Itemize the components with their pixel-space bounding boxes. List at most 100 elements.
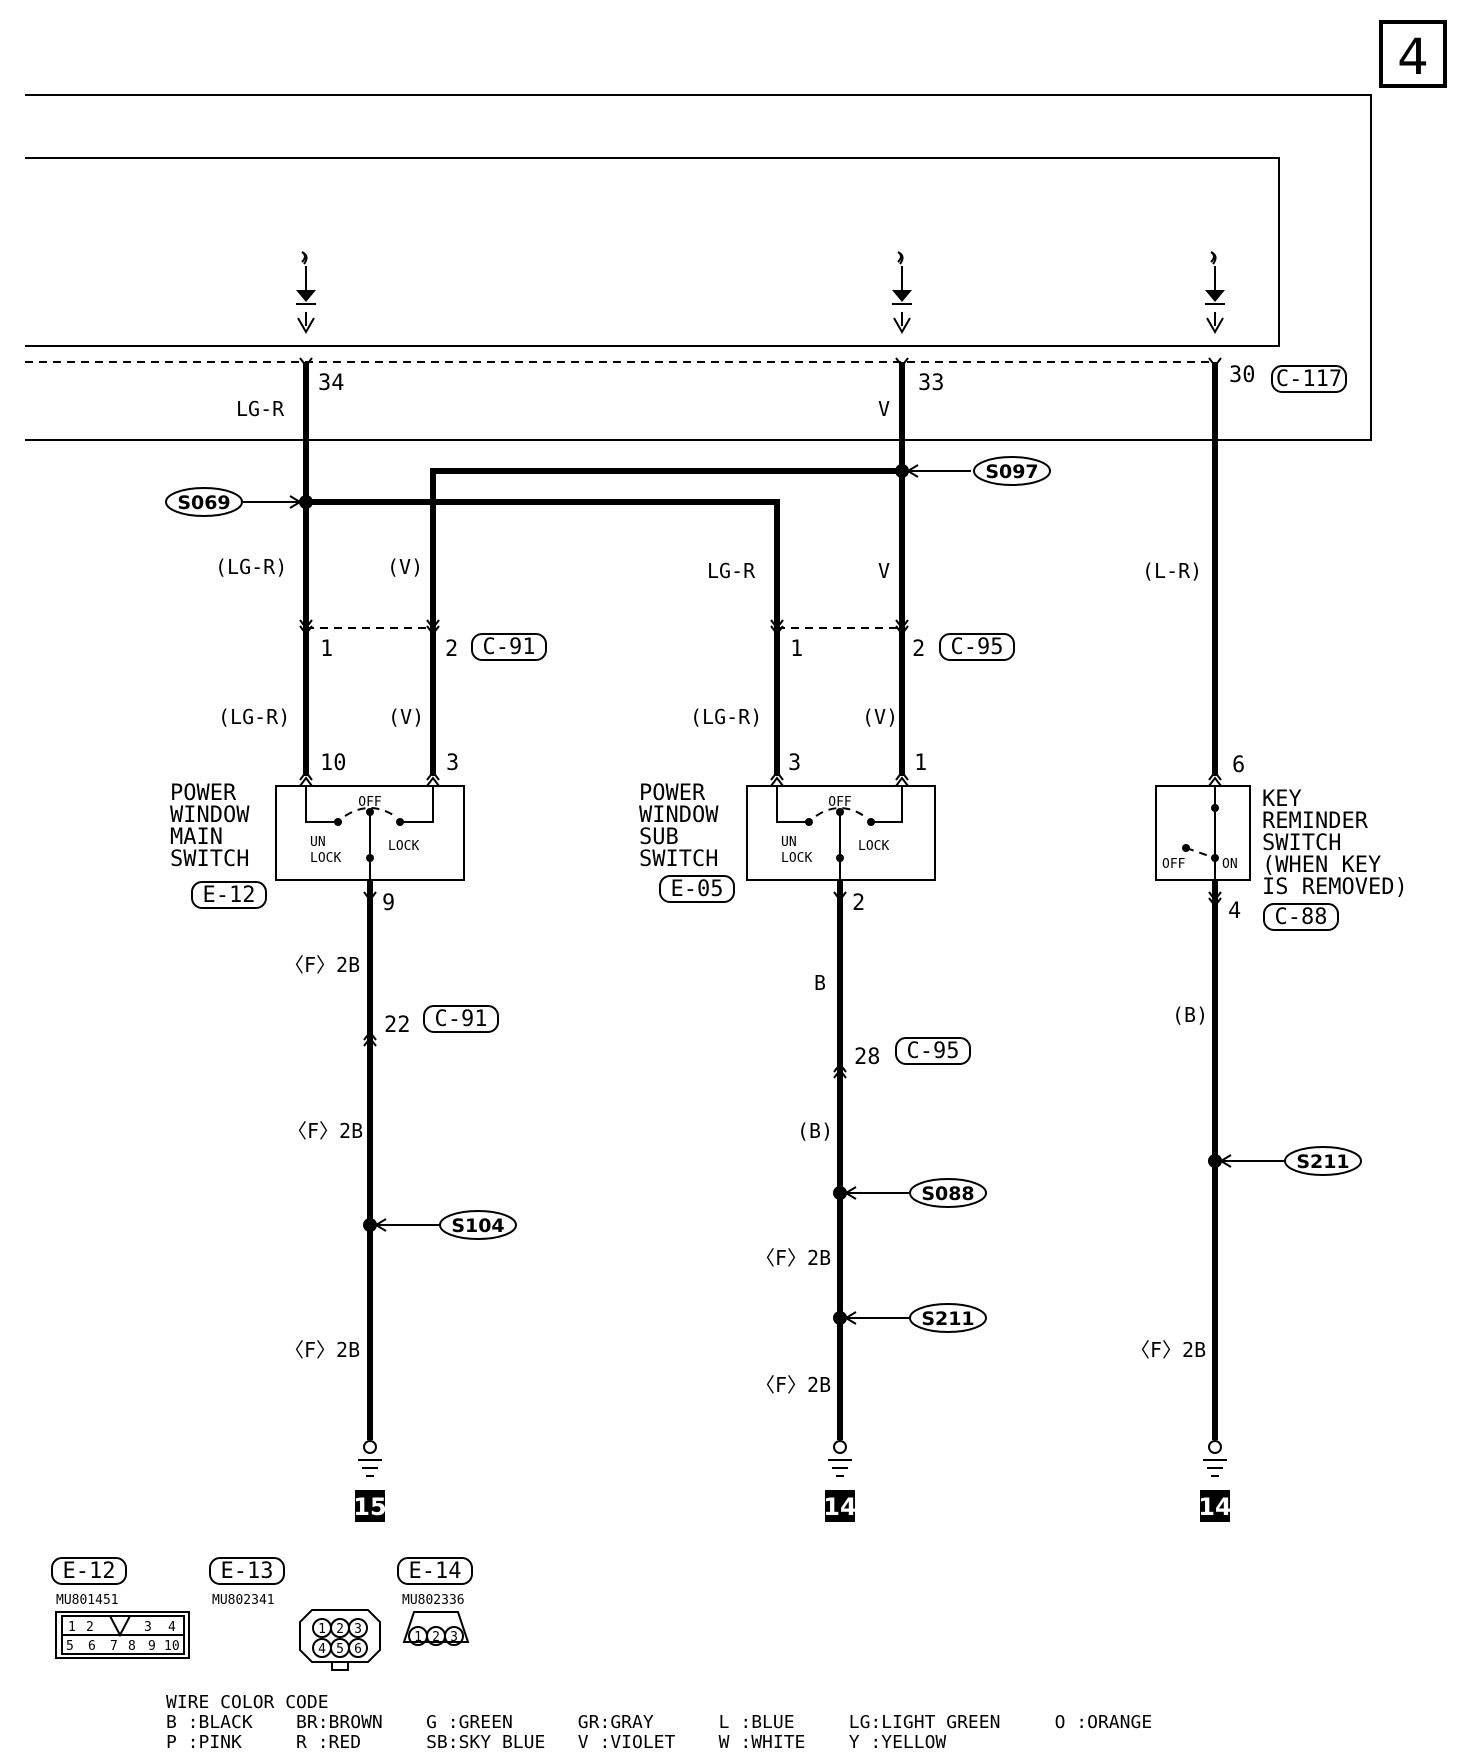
main-switch-label: POWER WINDOW MAIN SWITCH	[170, 781, 250, 872]
svg-text:C-117: C-117	[1276, 367, 1342, 392]
svg-text:S211: S211	[1296, 1151, 1349, 1173]
arrow-icon	[374, 1218, 440, 1232]
svg-text:E-12: E-12	[203, 883, 256, 908]
svg-text:MU801451: MU801451	[56, 1593, 119, 1608]
connector-diagram-e13: E-13 MU802341 1 2 3 4 5 6	[209, 1557, 381, 1671]
pin-number: 33	[918, 371, 945, 396]
wire-color-label: (LG-R)	[690, 705, 762, 729]
svg-text:2: 2	[432, 1630, 440, 1645]
svg-text:S104: S104	[451, 1215, 504, 1237]
splice-tag-s069: S069	[165, 487, 243, 517]
pin-number: 9	[382, 891, 395, 916]
connector-diagram-e12: E-12 MU801451 1 2 3 4 5 6 7 8 9 10	[51, 1557, 190, 1659]
wire-lg-r-cross	[306, 499, 780, 776]
svg-text:C-95: C-95	[907, 1039, 960, 1064]
splice-dot	[833, 1311, 847, 1325]
svg-text:8: 8	[128, 1639, 136, 1654]
wire-color-label: 〈F〉2B	[284, 953, 360, 977]
splice-tag-s088: S088	[909, 1178, 987, 1208]
connector-tag-c95: C-95	[895, 1037, 971, 1065]
wire-color-label: 〈F〉2B	[755, 1246, 831, 1270]
svg-text:UN: UN	[310, 835, 326, 850]
legend-title: WIRE COLOR CODE	[166, 1692, 329, 1713]
wire-color-label: V	[878, 397, 890, 421]
splice-dot	[833, 1186, 847, 1200]
page-number: 4	[1397, 28, 1429, 86]
connector-tag-c117: C-117	[1271, 365, 1347, 393]
splice-dot	[363, 1218, 377, 1232]
svg-text:MU802336: MU802336	[402, 1593, 465, 1608]
wire-color-label: (V)	[387, 555, 423, 579]
wire-color-label: B	[814, 971, 826, 995]
svg-text:KEY: KEY	[1262, 787, 1302, 812]
svg-text:S088: S088	[921, 1183, 974, 1205]
wire-color-label: (L-R)	[1142, 559, 1202, 583]
svg-text:E-13: E-13	[221, 1559, 274, 1584]
svg-text:OFF: OFF	[358, 795, 382, 810]
pin-number: 1	[914, 751, 927, 776]
connector-tag-c88: C-88	[1263, 903, 1339, 931]
wire-v-cross	[430, 468, 902, 776]
svg-text:LOCK: LOCK	[388, 839, 419, 854]
wire-color-label: LG-R	[236, 397, 285, 421]
svg-text:S211: S211	[921, 1308, 974, 1330]
svg-text:REMINDER: REMINDER	[1262, 809, 1369, 834]
power-window-main-switch: OFF UN LOCK LOCK	[275, 785, 465, 881]
sub-switch-label: POWER WINDOW SUB SWITCH	[639, 781, 719, 872]
outer-frame	[25, 94, 1372, 441]
svg-text:1: 1	[318, 1622, 326, 1637]
svg-text:6: 6	[88, 1639, 96, 1654]
key-reminder-switch: OFF ON	[1155, 785, 1251, 881]
svg-text:ON: ON	[1222, 857, 1238, 872]
connector-tag-e05: E-05	[659, 875, 735, 903]
svg-text:SUB: SUB	[639, 825, 679, 850]
page-number-box	[1379, 20, 1447, 88]
wire-color-label: 〈F〉2B	[1130, 1338, 1206, 1362]
wire-color-label: 〈F〉2B	[284, 1338, 360, 1362]
pin-number: 3	[446, 751, 459, 776]
splice-tag-s097: S097	[973, 456, 1051, 486]
svg-text:LOCK: LOCK	[781, 851, 812, 866]
pin-number: 1	[320, 637, 333, 662]
pin-number: 2	[445, 637, 458, 662]
svg-text:E-14: E-14	[409, 1559, 462, 1584]
svg-text:SWITCH: SWITCH	[639, 847, 718, 872]
wire-color-label: (LG-R)	[218, 705, 290, 729]
wire-color-label: (LG-R)	[215, 555, 287, 579]
svg-text:WINDOW: WINDOW	[170, 803, 250, 828]
splice-tag-s211: S211	[909, 1303, 987, 1333]
pin-number: 2	[912, 637, 925, 662]
svg-text:3: 3	[354, 1622, 362, 1637]
svg-text:4: 4	[168, 1620, 176, 1635]
svg-text:OFF: OFF	[828, 795, 852, 810]
connector-tag-e12: E-12	[191, 881, 267, 909]
pin-number: 1	[790, 637, 803, 662]
svg-text:C-95: C-95	[951, 635, 1004, 660]
wire-color-label: 〈F〉2B	[287, 1119, 363, 1143]
connector-diagram-e14: E-14 MU802336 1 2 3	[397, 1557, 473, 1646]
svg-text:3: 3	[450, 1630, 458, 1645]
inner-frame	[25, 157, 1280, 347]
diode-icon	[296, 251, 316, 335]
svg-text:9: 9	[148, 1639, 156, 1654]
wire-color-label: 〈F〉2B	[755, 1373, 831, 1397]
svg-text:2: 2	[86, 1620, 94, 1635]
arrow-icon	[844, 1186, 910, 1200]
svg-text:5: 5	[66, 1639, 74, 1654]
wire-color-label: (B)	[1172, 1003, 1208, 1027]
pin-number: 6	[1232, 753, 1245, 778]
pin-number: 28	[854, 1045, 881, 1070]
svg-text:(WHEN KEY: (WHEN KEY	[1262, 853, 1381, 878]
svg-text:OFF: OFF	[1162, 857, 1186, 872]
svg-text:MU802341: MU802341	[212, 1593, 275, 1608]
wire-color-label: (V)	[862, 705, 898, 729]
arrow-icon	[1219, 1154, 1285, 1168]
diode-icon	[892, 251, 912, 335]
svg-text:5: 5	[336, 1642, 344, 1657]
wire-color-label: LG-R	[707, 559, 756, 583]
legend-row: P :PINK R :RED SB:SKY BLUE V :VIOLET W :…	[166, 1732, 946, 1753]
svg-text:WINDOW: WINDOW	[639, 803, 719, 828]
arrow-icon	[844, 1311, 910, 1325]
pin-number: 22	[384, 1013, 411, 1038]
